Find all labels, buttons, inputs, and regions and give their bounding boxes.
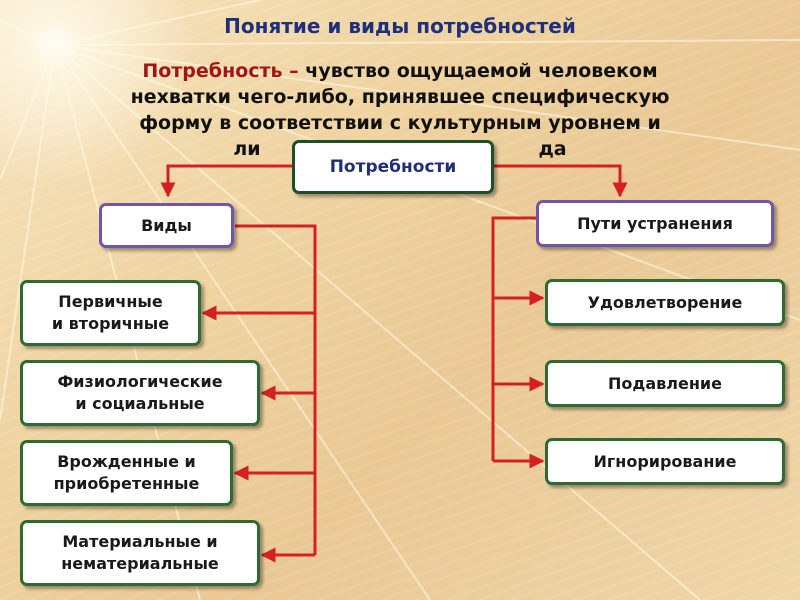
definition-term: Потребность – [142, 60, 299, 82]
connector-left-trunk [235, 224, 317, 555]
page-title: Понятие и виды потребностей [224, 14, 576, 38]
left-item-4: Материальные и нематериальные [20, 520, 260, 586]
left-header-box: Виды [99, 203, 234, 248]
left-item-2: Физиологические и социальные [20, 360, 260, 426]
definition-line-4: ли да [233, 138, 567, 160]
right-header-box: Пути устранения [536, 200, 774, 247]
connector-central-to-left [160, 164, 293, 198]
left-item-1: Первичные и вторичные [20, 280, 201, 346]
central-box: Потребности [292, 140, 494, 194]
connector-central-to-right [493, 164, 628, 198]
definition-line-1: чувство ощущаемой человеком [298, 60, 658, 82]
definition-line-3: форму в соответствии с культурным уровне… [139, 112, 661, 134]
right-item-1: Удовлетворение [545, 279, 785, 326]
connector-right-trunk [491, 216, 536, 461]
right-item-2: Подавление [545, 360, 785, 407]
definition-line-2: нехватки чего-либо, принявшее специфичес… [130, 86, 670, 108]
left-item-3: Врожденные и приобретенные [20, 440, 233, 506]
right-item-3: Игнорирование [545, 438, 785, 485]
definition-text: Потребность – чувство ощущаемой человеко… [70, 58, 730, 162]
